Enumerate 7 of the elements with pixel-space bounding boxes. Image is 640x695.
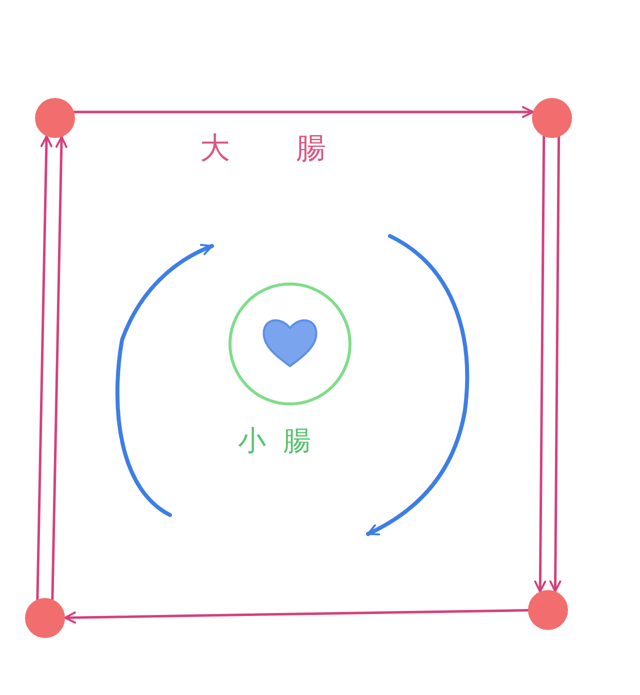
arrow xyxy=(72,106,534,118)
arrow xyxy=(51,136,68,601)
node-label: 小腸 xyxy=(238,423,328,459)
arrow xyxy=(36,134,52,601)
arrow xyxy=(549,136,562,593)
arrow xyxy=(64,609,530,624)
arrow xyxy=(534,135,546,593)
